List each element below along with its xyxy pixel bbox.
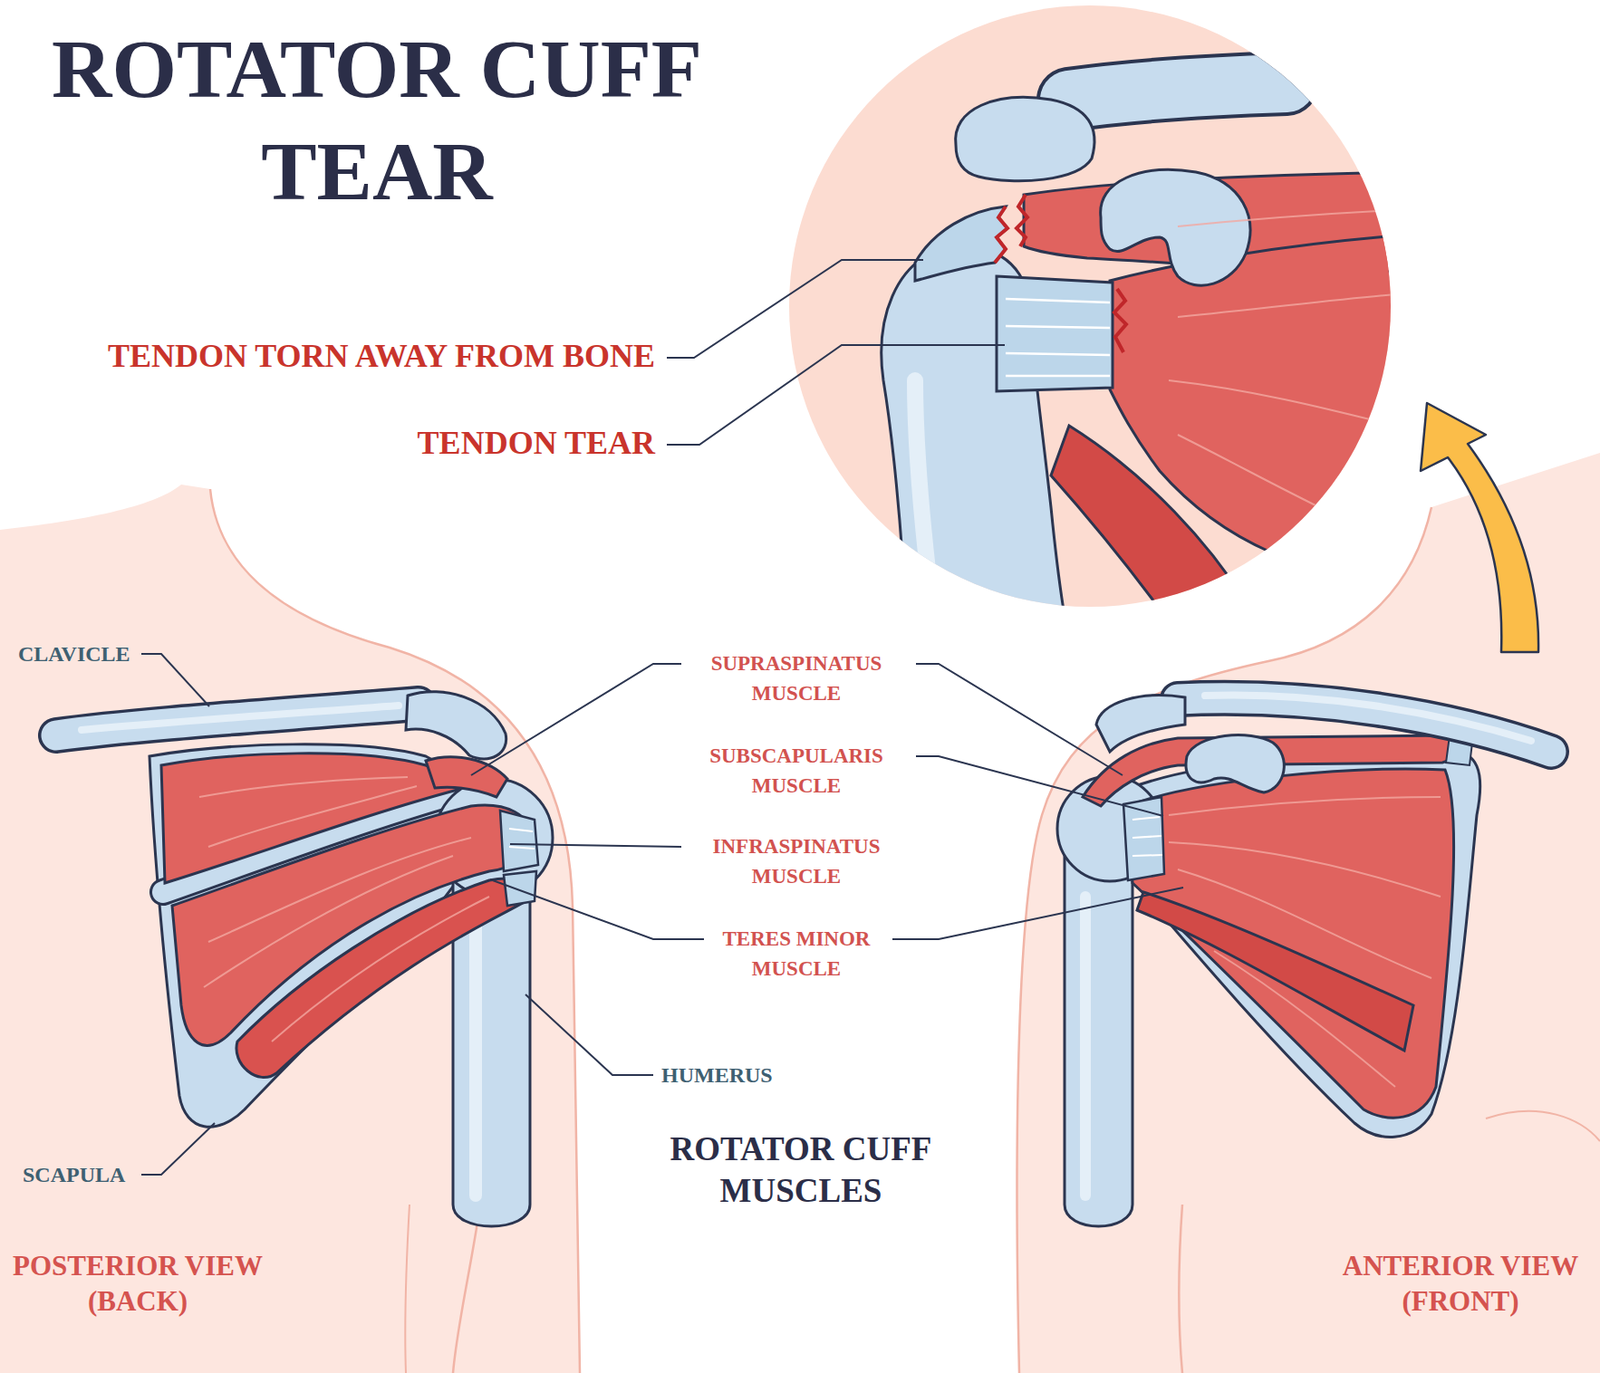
humerus-posterior-part [469, 906, 482, 1196]
inset-circle-part [1100, 169, 1251, 286]
humerus-anterior-part [1064, 851, 1133, 1227]
title: ROTATOR CUFF TEAR [23, 18, 731, 223]
clavicle-posterior-part [81, 705, 399, 731]
inset-circle-part [915, 380, 934, 617]
muscles-anterior-part [1127, 769, 1455, 1119]
bone-label: CLAVICLE [18, 641, 131, 667]
muscles-anterior [1082, 735, 1456, 1119]
tendons-anterior [1123, 735, 1473, 881]
clavicle-anterior-part [1096, 695, 1186, 752]
muscles-anterior-part [1137, 892, 1414, 1051]
skin-posterior-part [453, 1204, 481, 1373]
inset-circle-part [1050, 425, 1260, 635]
view-label: ANTERIOR VIEW (FRONT) [1324, 1248, 1597, 1320]
muscles-anterior-part [1168, 797, 1441, 1088]
humerus-anterior-part [1079, 896, 1091, 1196]
leader-lines-part [141, 1123, 215, 1176]
inset-circle-part [1069, 83, 1287, 100]
muscle-label: TERES MINOR MUSCLE [687, 924, 906, 984]
muscle-label: SUBSCAPULARIS MUSCLE [687, 741, 906, 801]
clavicle-anterior-part [1185, 735, 1284, 793]
tendons-anterior-part [1123, 797, 1165, 881]
leader-lines [141, 260, 1184, 1176]
leader-lines-part [525, 994, 654, 1076]
tendons-posterior-part [503, 871, 537, 907]
tendons-posterior-part [509, 828, 535, 849]
leader-lines-part [666, 345, 1005, 445]
tendons-posterior-part [500, 810, 539, 872]
clavicle-anterior [1096, 694, 1552, 793]
inset-circle-part [996, 276, 1113, 392]
bone-label: SCAPULA [22, 1162, 126, 1188]
view-label: POSTERIOR VIEW (BACK) [1, 1248, 274, 1320]
inset-circle-part [994, 206, 1008, 263]
leader-lines-part [490, 879, 704, 940]
muscle-label: SUPRASPINATUS MUSCLE [687, 648, 906, 709]
clavicle-posterior-part [405, 692, 507, 760]
muscles-posterior [161, 753, 533, 1079]
clavicle-posterior-part [56, 703, 419, 736]
leader-lines-part [892, 887, 1184, 940]
skin-posterior-part [404, 1204, 410, 1373]
tendons-anterior-part [1132, 817, 1163, 857]
section-heading: ROTATOR CUFF MUSCLES [651, 1128, 951, 1213]
zoom-arrow [1420, 403, 1539, 653]
inset-circle-part [1005, 298, 1110, 376]
inset-circle-part [1016, 194, 1028, 247]
clavicle-posterior [56, 692, 507, 760]
scapula-anterior [1109, 750, 1481, 1138]
inset-circle-part [1168, 210, 1396, 544]
leader-lines-part [666, 260, 924, 358]
clavicle-anterior-part [1204, 694, 1532, 742]
leader-lines-part [510, 844, 682, 848]
inset-circle [779, 0, 1414, 635]
muscles-posterior-part [199, 777, 490, 1042]
inset-circle-part [1114, 289, 1127, 353]
callout-label: TENDON TEAR [417, 424, 656, 463]
muscles-posterior-part [425, 757, 508, 798]
callout-label: TENDON TORN AWAY FROM BONE [107, 337, 656, 376]
scapula-anterior-part [1109, 750, 1481, 1138]
leader-lines-part [471, 664, 682, 776]
skin-posterior-part [0, 484, 580, 1373]
leader-lines-part [141, 654, 210, 707]
muscle-label: INFRASPINATUS MUSCLE [687, 831, 906, 892]
inset-circle-part [1069, 83, 1287, 100]
skin-anterior-part [1178, 1204, 1183, 1373]
clavicle-posterior-part [56, 703, 419, 736]
inset-circle-part [955, 96, 1095, 181]
inset-circle-part [915, 206, 1008, 281]
leader-lines-part [915, 756, 1164, 817]
skin-anterior-part [1485, 1111, 1600, 1142]
tendons-posterior [500, 810, 539, 907]
muscles-anterior-part [1082, 735, 1456, 807]
skin-posterior [0, 484, 580, 1373]
bone-label: HUMERUS [661, 1062, 773, 1089]
